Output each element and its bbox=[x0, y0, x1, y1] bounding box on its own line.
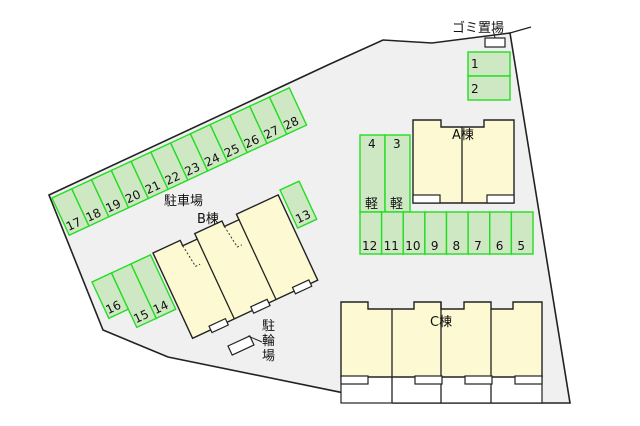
spot-number: 18 bbox=[84, 206, 104, 225]
spot-number: 16 bbox=[103, 298, 123, 317]
spot-number: 21 bbox=[143, 178, 163, 197]
spot-number: 17 bbox=[64, 215, 84, 234]
spot-number: 7 bbox=[474, 239, 482, 253]
spot-number: 14 bbox=[151, 298, 171, 317]
building-c: C棟 bbox=[340, 301, 543, 404]
garbage-area bbox=[484, 37, 506, 48]
spot-number: 1 bbox=[471, 57, 479, 71]
spot-number: 5 bbox=[517, 239, 525, 253]
building-a-label: A棟 bbox=[452, 128, 474, 143]
spot-number: 4 bbox=[368, 137, 376, 151]
spot-number: 8 bbox=[453, 239, 461, 253]
spot-number: 24 bbox=[202, 150, 222, 169]
parking-spot-3[interactable]: 3 軽 bbox=[384, 134, 411, 213]
spot-number: 22 bbox=[163, 169, 183, 188]
spot-number: 2 bbox=[471, 82, 479, 96]
spot-number: 19 bbox=[103, 196, 123, 215]
parking-spot-1[interactable]: 1 bbox=[467, 51, 511, 77]
parking-spot-7[interactable]: 7 bbox=[467, 211, 491, 255]
spot-number: 15 bbox=[131, 307, 151, 326]
parking-spot-8[interactable]: 8 bbox=[445, 211, 469, 255]
parking-spot-11[interactable]: 11 bbox=[380, 211, 404, 255]
parking-spot-22[interactable]: 22 bbox=[149, 141, 189, 191]
parking-spot-25[interactable]: 25 bbox=[209, 114, 249, 163]
bicycle-label-3: 場 bbox=[262, 349, 275, 364]
spot-number: 6 bbox=[496, 239, 504, 253]
building-b-label: B棟 bbox=[197, 212, 219, 227]
parking-spot-14[interactable]: 14 bbox=[130, 253, 177, 320]
spot-number: 13 bbox=[293, 207, 313, 226]
parking-spot-24[interactable]: 24 bbox=[189, 123, 229, 172]
parking-spot-21[interactable]: 21 bbox=[130, 151, 170, 200]
spot-number: 3 bbox=[393, 137, 401, 151]
parking-spot-23[interactable]: 23 bbox=[169, 132, 209, 182]
spot-number: 25 bbox=[222, 141, 242, 160]
parking-spot-16[interactable]: 16 bbox=[91, 272, 130, 320]
parking-lot-label: 駐車場 bbox=[164, 194, 203, 209]
parking-spot-28[interactable]: 28 bbox=[268, 86, 308, 136]
building-b bbox=[152, 193, 319, 340]
parking-spot-26[interactable]: 26 bbox=[229, 105, 268, 154]
parking-spot-20[interactable]: 20 bbox=[110, 160, 150, 209]
bicycle-parking bbox=[227, 335, 255, 356]
parking-spot-9[interactable]: 9 bbox=[424, 211, 448, 255]
spot-number: 26 bbox=[242, 132, 262, 151]
spot-number: 28 bbox=[281, 114, 301, 133]
garbage-label: ゴミ置場 bbox=[452, 20, 504, 36]
spot-number: 12 bbox=[362, 239, 377, 253]
bicycle-label-1: 駐 bbox=[262, 319, 275, 334]
kei-label: 軽 bbox=[365, 197, 378, 212]
parking-spot-2[interactable]: 2 bbox=[467, 75, 511, 101]
parking-spot-27[interactable]: 27 bbox=[248, 96, 288, 145]
parking-spot-4[interactable]: 4 軽 bbox=[359, 134, 386, 213]
road-line bbox=[509, 26, 532, 34]
spot-number: 10 bbox=[405, 239, 420, 253]
spot-number: 9 bbox=[431, 239, 439, 253]
spot-number: 27 bbox=[262, 123, 282, 142]
kei-label: 軽 bbox=[390, 197, 403, 212]
spot-number: 23 bbox=[182, 160, 202, 179]
parking-spot-17[interactable]: 17 bbox=[51, 187, 90, 237]
parking-spot-13[interactable]: 13 bbox=[279, 180, 318, 230]
parking-spot-18[interactable]: 18 bbox=[70, 178, 110, 227]
parking-spot-5[interactable]: 5 bbox=[510, 211, 534, 255]
parking-spot-12[interactable]: 12 bbox=[359, 211, 383, 255]
building-a: A棟 bbox=[412, 119, 515, 204]
parking-spot-6[interactable]: 6 bbox=[489, 211, 513, 255]
bicycle-label-2: 輪 bbox=[262, 333, 275, 349]
spot-number: 20 bbox=[123, 187, 143, 206]
building-c-label: C棟 bbox=[430, 315, 452, 330]
spot-number: 11 bbox=[384, 239, 399, 253]
parking-spot-10[interactable]: 10 bbox=[402, 211, 426, 255]
